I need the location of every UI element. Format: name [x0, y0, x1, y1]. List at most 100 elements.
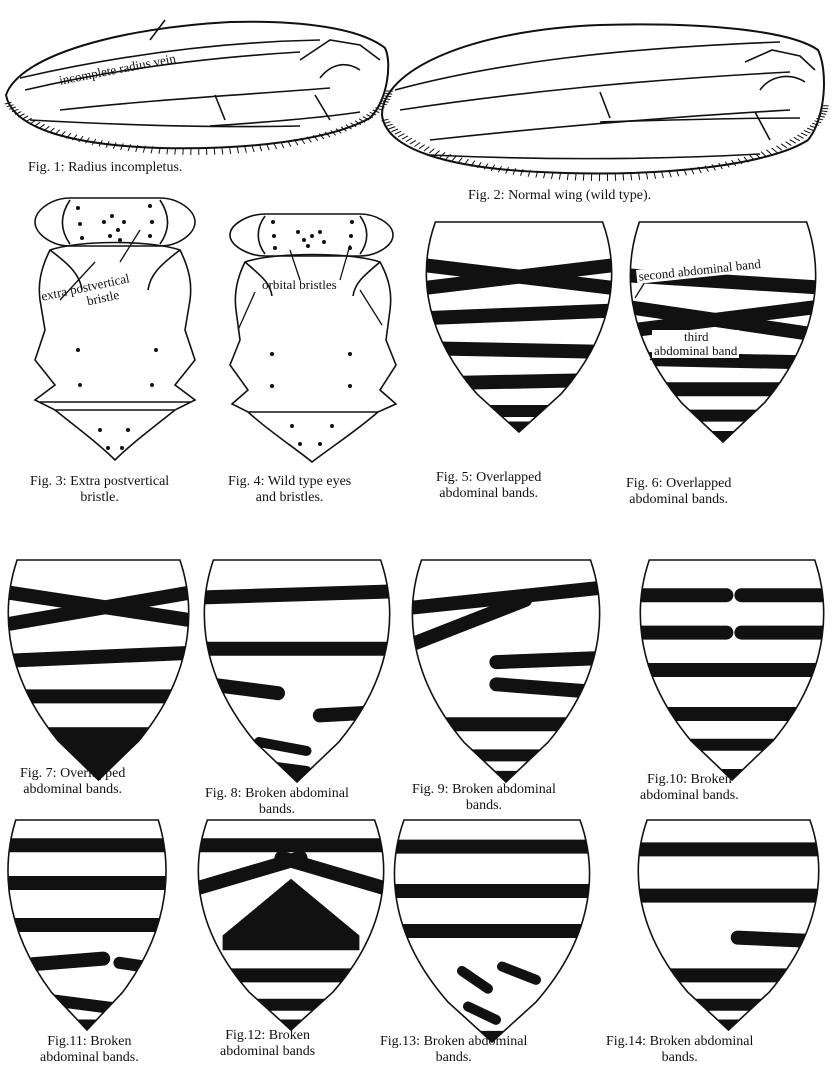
hair: [797, 135, 803, 138]
caption-fig2-line1: Fig. 2: Normal wing (wild type).: [468, 188, 651, 204]
bristle-dot: [310, 234, 314, 238]
hair: [222, 147, 223, 154]
bristle-dot: [108, 234, 112, 238]
hair: [766, 150, 771, 155]
hair: [22, 116, 28, 119]
hair: [781, 144, 787, 148]
caption-fig12: Fig.12: Brokenabdominal bands: [220, 1028, 315, 1060]
bristle-dot: [296, 230, 300, 234]
caption-fig7: Fig. 7: Overlappedabdominal bands.: [20, 766, 125, 798]
abdominal-band: [619, 358, 828, 362]
abdominal-band: [502, 967, 536, 980]
hair: [406, 138, 412, 142]
caption-fig7-line2: abdominal bands.: [20, 782, 125, 798]
abdominal-band: [0, 959, 103, 967]
hair: [392, 129, 399, 132]
bristle-dot: [150, 383, 154, 387]
caption-fig6-line2: abdominal bands.: [626, 492, 731, 508]
caption-fig10: Fig.10: Brokenabdominal bands.: [640, 772, 739, 804]
caption-fig11-line2: abdominal bands.: [40, 1050, 139, 1066]
bristle-dot: [318, 442, 322, 446]
wing2-marginal-hairs: [382, 106, 829, 181]
hair: [807, 128, 814, 131]
bristle-dot: [348, 384, 352, 388]
bristle-dot: [126, 428, 130, 432]
hair: [786, 142, 792, 146]
abdomen-tip: [685, 431, 761, 446]
bristle-dot: [273, 246, 277, 250]
hair: [575, 174, 576, 181]
hair: [386, 124, 393, 126]
bristle-dot: [78, 222, 82, 226]
caption-fig11-line1: Fig.11: Broken: [40, 1034, 139, 1050]
head-thorax-wild-type: [230, 214, 396, 462]
caption-fig13: Fig.13: Broken abdominalbands.: [380, 1034, 527, 1066]
caption-fig5-line1: Fig. 5: Overlapped: [436, 470, 541, 486]
hair: [631, 173, 632, 180]
abdomen-fill: [223, 879, 360, 950]
caption-fig8-line1: Fig. 8: Broken abdominal: [205, 786, 349, 802]
label-third-abdominal-band: third abdominal band: [652, 330, 739, 358]
label-leader-lines: [60, 230, 680, 360]
bristle-dot: [322, 240, 326, 244]
caption-fig12-line1: Fig.12: Broken: [220, 1028, 315, 1044]
hair: [34, 122, 40, 126]
caption-fig12-line2: abdominal bands: [220, 1044, 315, 1060]
head-thorax-extra-postvertical: [35, 198, 195, 460]
hair: [39, 124, 45, 128]
caption-fig5-line2: abdominal bands.: [436, 486, 541, 502]
abdomen-fig9: [400, 560, 611, 786]
caption-fig9-line1: Fig. 9: Broken abdominal: [412, 782, 556, 798]
hair: [790, 140, 796, 144]
thorax1-bristle-dots: [76, 204, 158, 450]
bristle-dot: [271, 220, 275, 224]
hair: [214, 148, 215, 155]
hair: [237, 147, 239, 154]
abdomen-tip: [692, 1020, 766, 1035]
bristle-dot: [302, 238, 306, 242]
abdomen-tip: [259, 771, 335, 786]
hair: [646, 173, 647, 180]
bristle-dot: [122, 220, 126, 224]
hair: [623, 174, 624, 181]
hair: [654, 172, 656, 179]
bristle-dot: [330, 424, 334, 428]
abdominal-band: [415, 310, 624, 318]
hair: [583, 174, 584, 181]
caption-fig6-line1: Fig. 6: Overlapped: [626, 476, 731, 492]
hair: [776, 146, 782, 150]
hair: [794, 137, 800, 141]
hair: [615, 174, 616, 181]
bristle-dot: [110, 214, 114, 218]
caption-fig1: Fig. 1: Radius incompletus.: [28, 160, 182, 176]
wing1-marginal-hairs: [5, 91, 393, 155]
bristle-dot: [349, 234, 353, 238]
bristle-dot: [148, 234, 152, 238]
caption-fig8-line2: bands.: [205, 802, 349, 818]
caption-fig10-line1: Fig.10: Broken: [640, 772, 739, 788]
bristle-dot: [102, 220, 106, 224]
abdominal-band: [193, 591, 402, 598]
hair: [458, 158, 462, 163]
caption-fig13-line1: Fig.13: Broken abdominal: [380, 1034, 527, 1050]
bristle-dot: [78, 383, 82, 387]
hair: [414, 143, 420, 147]
caption-fig3: Fig. 3: Extra postverticalbristle.: [30, 474, 169, 506]
abdomen-fig11: [0, 820, 176, 1034]
abdominal-band: [415, 380, 624, 384]
bristle-dot: [120, 446, 124, 450]
caption-fig3-line2: bristle.: [30, 490, 169, 506]
bristle-dot: [76, 206, 80, 210]
caption-fig2: Fig. 2: Normal wing (wild type).: [468, 188, 651, 204]
label-third-line1: third: [684, 330, 737, 344]
caption-fig9-line2: bands.: [412, 798, 556, 814]
hair: [429, 149, 434, 154]
bristle-dot: [272, 234, 276, 238]
abdomen-fig13: [382, 820, 602, 1046]
caption-fig14-line2: bands.: [606, 1050, 753, 1066]
caption-fig4-line1: Fig. 4: Wild type eyes: [228, 474, 351, 490]
hair: [567, 173, 568, 180]
hair: [801, 133, 807, 136]
bristle-dot: [298, 442, 302, 446]
caption-fig4: Fig. 4: Wild type eyesand bristles.: [228, 474, 351, 506]
